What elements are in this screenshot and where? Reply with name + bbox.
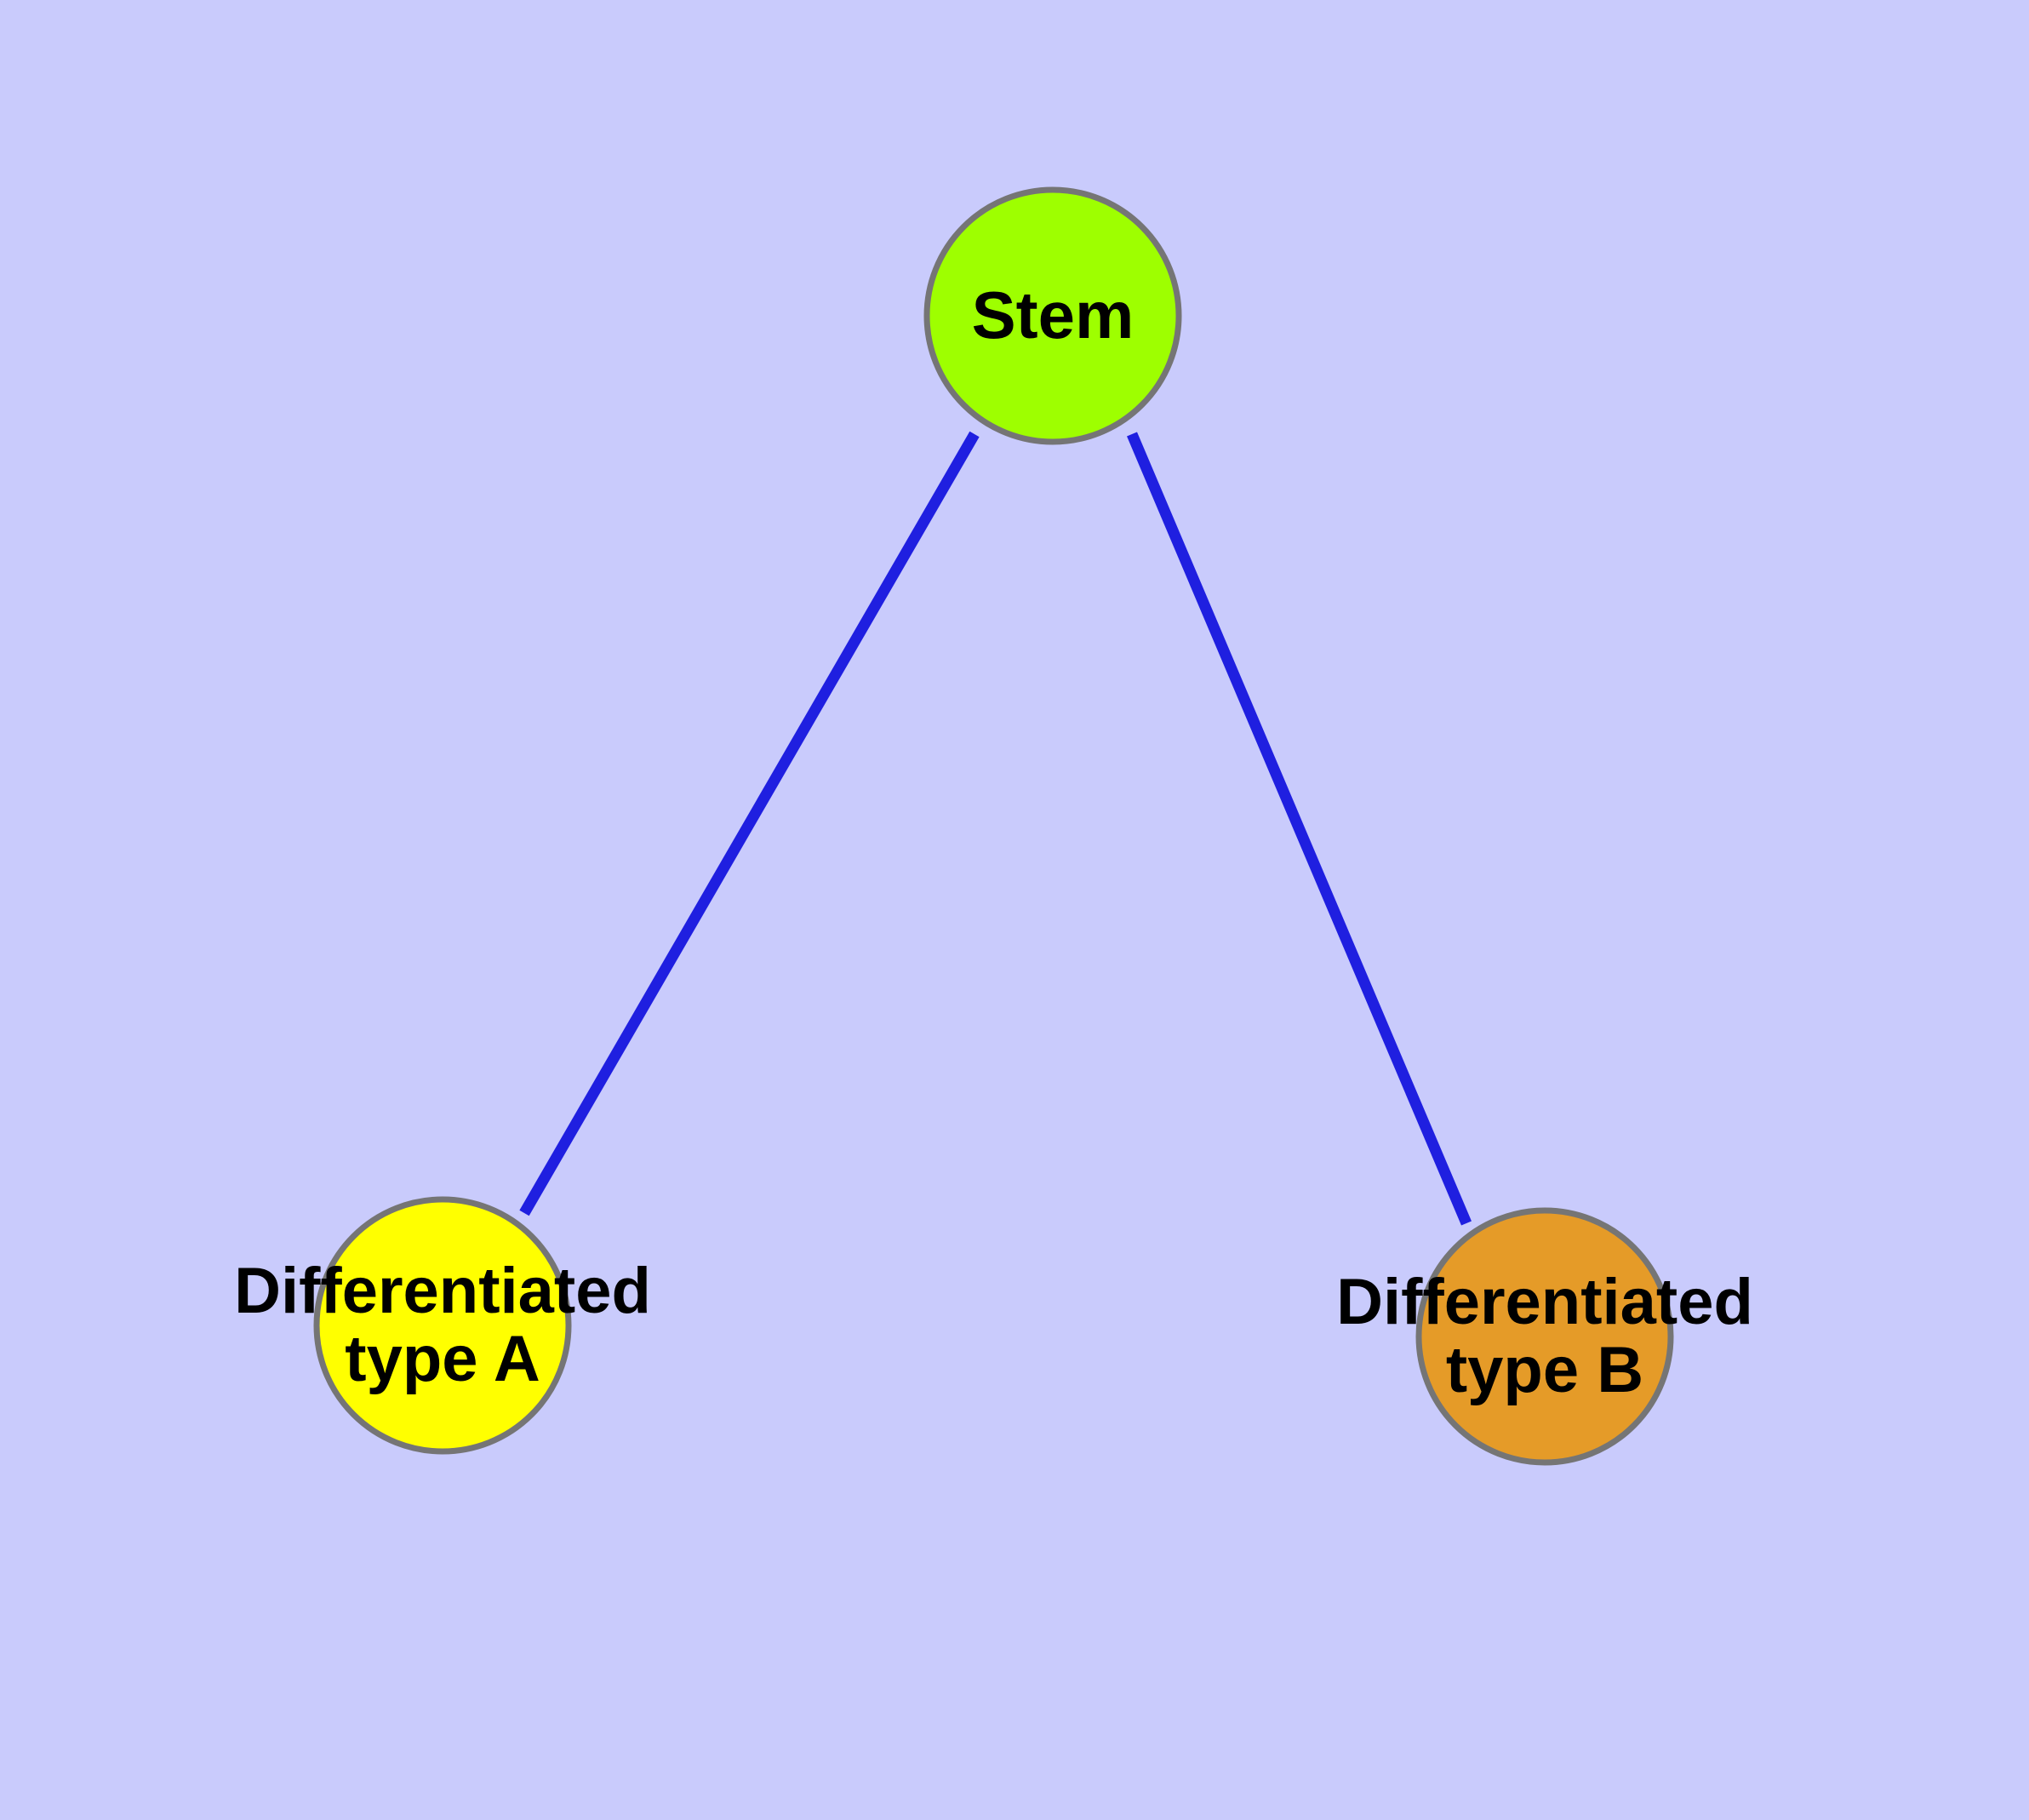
edge-stem-to-diff-a [519, 431, 980, 1216]
node-differentiated-type-b[interactable] [1415, 1207, 1674, 1466]
edge-stem-to-diff-b [1127, 432, 1472, 1226]
node-differentiated-type-a[interactable] [313, 1196, 572, 1455]
node-stem[interactable] [923, 186, 1182, 445]
